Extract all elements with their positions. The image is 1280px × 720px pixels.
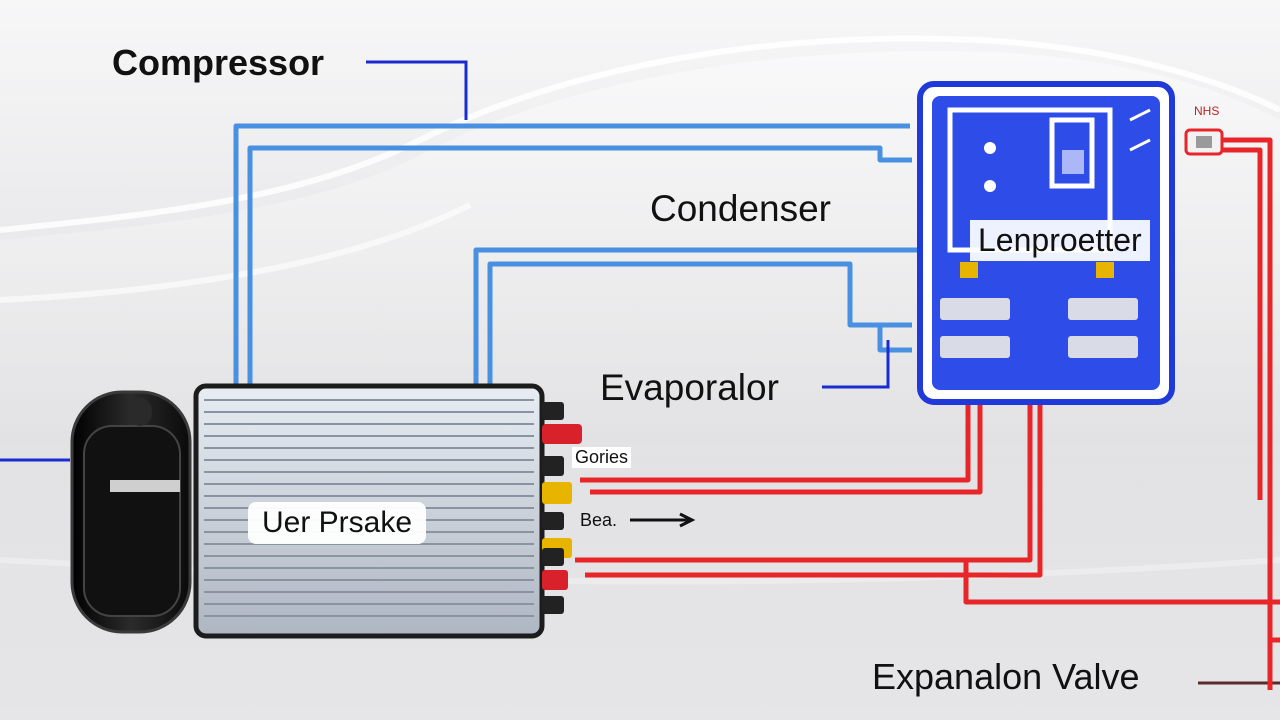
condenser-label: Condenser [650,188,832,229]
blue-line-mid-drop [877,325,912,353]
red-line-3 [575,405,1033,563]
compressor-label: Compressor [112,42,325,83]
expansion-valve-fitting [1184,128,1224,156]
blue-line-top-inner [247,145,912,390]
red-line-7 [1220,147,1263,500]
evaporator-leader [822,340,890,389]
red-line-1 [580,405,971,483]
expansion-valve-label: Expanalon Valve [872,656,1140,697]
blue-lines [233,123,920,390]
evaporator-label: Evaporalor [600,367,779,408]
red-line-5 [963,560,1280,605]
small-arrow [630,512,696,528]
compressor-leader [366,60,468,120]
small-tag-2: Bea. [580,510,618,530]
unit-tag: Uer Prsake [248,502,427,544]
blue-line-top-outer [233,123,910,390]
red-lines [575,137,1280,690]
blue-line-mid-inner [487,261,912,390]
evaporator-box-tag: Lenproetter [970,220,1150,261]
small-tag-1: Gories [572,447,632,468]
small-tag-3: NHS [1194,104,1220,118]
compressor-unit [70,390,192,634]
blue-line-mid-outer [473,247,920,390]
red-line-2 [590,405,983,495]
terminal-strip [542,402,582,614]
leader-lines [0,60,890,462]
red-line-4 [585,405,1043,578]
red-line-6 [1200,137,1280,643]
